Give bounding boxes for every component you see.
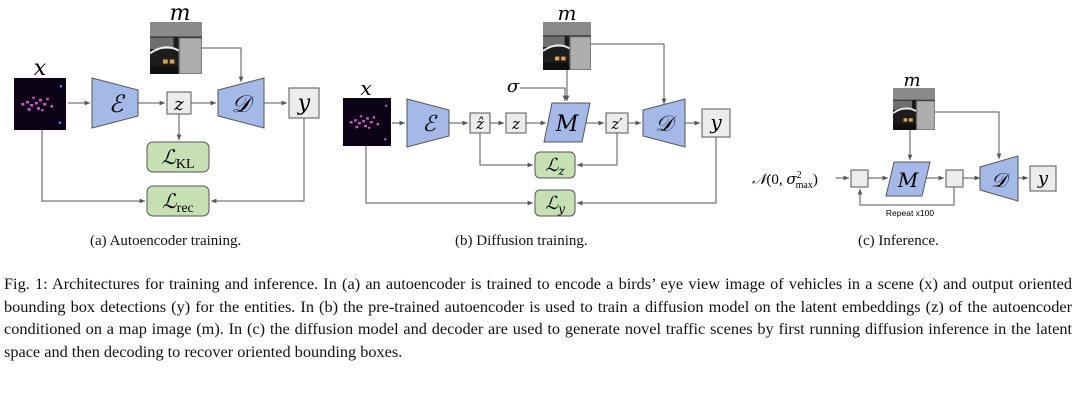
output-y-label: y xyxy=(1037,168,1049,189)
output-y-box xyxy=(1029,165,1057,192)
loss-y-box xyxy=(534,189,576,217)
architecture-figure: x m ℰ z 𝒟 y ℒKL ℒrec x m xyxy=(14,1,1057,218)
figure-caption: Fig. 1: Architectures for training and i… xyxy=(4,273,1072,363)
caption-text: Architectures for training and inference… xyxy=(4,274,1072,361)
latent-z-label: z xyxy=(173,94,184,115)
decoder-block xyxy=(979,155,1019,202)
latent-z-hat-label: ẑ xyxy=(475,115,484,133)
latent-output-box xyxy=(945,169,964,188)
subcaption-a: (a) Autoencoder training. xyxy=(90,233,242,249)
panel-b: x m ℰ ẑ σ z M z′ 𝒟 y ℒz ℒy xyxy=(343,1,731,217)
loss-kl-label: ℒKL xyxy=(161,145,194,172)
output-y-box xyxy=(288,87,320,119)
scene-image xyxy=(343,98,391,146)
noise-state-box xyxy=(850,169,869,188)
diffusion-model-block xyxy=(543,102,591,143)
subcaption-b: (b) Diffusion training. xyxy=(455,233,588,249)
decoder-block xyxy=(642,98,686,148)
input-x-label: x xyxy=(34,56,47,81)
caption-label: Fig. 1: xyxy=(4,274,48,293)
repeat-label: Repeat x100 xyxy=(886,208,934,218)
sigma-label: σ xyxy=(507,76,520,97)
diffusion-model-label: M xyxy=(897,168,919,192)
latent-z-label: z xyxy=(511,115,520,133)
loss-rec-label: ℒrec xyxy=(162,189,194,216)
map-m-label: m xyxy=(170,1,191,26)
input-x-label: x xyxy=(360,76,371,100)
encoder-block xyxy=(406,98,450,148)
latent-z-prime-label: z′ xyxy=(610,115,623,133)
map-image xyxy=(148,20,204,76)
panel-a: x m ℰ z 𝒟 y ℒKL ℒrec xyxy=(14,1,320,217)
encoder-label: ℰ xyxy=(422,112,438,137)
output-y-label: y xyxy=(709,110,722,134)
loss-z-box xyxy=(534,151,576,179)
loss-z-label: ℒz xyxy=(545,155,565,178)
diffusion-model-block xyxy=(885,161,931,197)
scene-image xyxy=(14,78,66,130)
decoder-label: 𝒟 xyxy=(991,168,1011,192)
diffusion-model-label: M xyxy=(555,112,579,137)
decoder-label: 𝒟 xyxy=(655,112,677,137)
encoder-block xyxy=(91,77,139,129)
subcaption-c: (c) Inference. xyxy=(858,233,939,249)
map-image xyxy=(892,87,936,131)
encoder-label: ℰ xyxy=(109,90,126,118)
loss-kl-box xyxy=(146,141,210,173)
map-m-label: m xyxy=(558,1,577,25)
loss-rec-box xyxy=(146,185,210,217)
loss-y-label: ℒy xyxy=(545,193,565,216)
output-y-label: y xyxy=(297,91,311,116)
map-image xyxy=(542,21,592,71)
map-m-label: m xyxy=(903,70,920,91)
decoder-block xyxy=(217,77,265,129)
